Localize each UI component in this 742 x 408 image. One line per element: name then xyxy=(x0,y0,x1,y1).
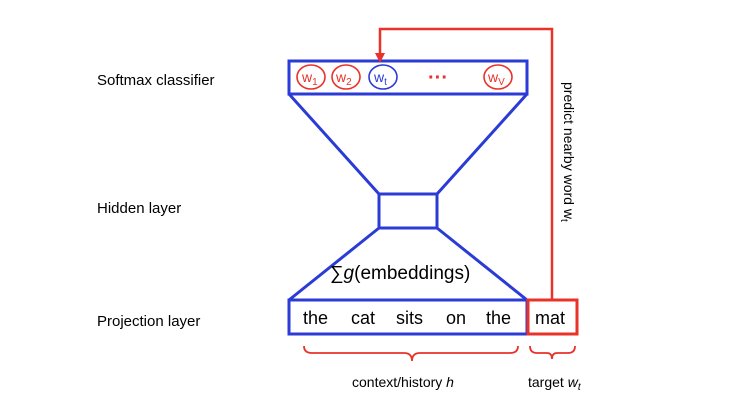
softmax-node-w2: w2 xyxy=(331,64,361,90)
w1-base: w xyxy=(301,69,313,85)
embedding-formula: ∑g(embeddings) xyxy=(330,263,470,284)
context-word-5: the xyxy=(486,308,511,328)
softmax-ellipsis: ··· xyxy=(428,67,448,89)
target-label: target wt xyxy=(528,374,582,393)
target-brace xyxy=(529,345,576,360)
upper-funnel-left xyxy=(287,92,381,196)
softmax-classifier-label: Softmax classifier xyxy=(97,72,215,89)
wt-sub: t xyxy=(384,77,387,88)
formula-arg: (embeddings) xyxy=(354,263,470,284)
context-label-var: h xyxy=(446,374,454,390)
predict-nearby-word-label: predict nearby word wt xyxy=(558,82,577,222)
hidden-layer-box xyxy=(377,192,439,230)
context-word-4: on xyxy=(446,308,466,328)
target-label-sub: t xyxy=(578,382,582,393)
w1-sub: 1 xyxy=(312,77,318,88)
svg-text:wt: wt xyxy=(373,69,387,88)
w2-sub: 2 xyxy=(346,77,352,88)
upper-funnel-right xyxy=(435,92,529,196)
predict-arrow xyxy=(375,27,554,300)
lower-funnel-left xyxy=(288,226,380,302)
context-word-2: cat xyxy=(351,308,375,328)
formula-sum: ∑ xyxy=(330,263,344,284)
svg-text:wV: wV xyxy=(487,69,505,88)
wV-sub: V xyxy=(498,77,505,88)
softmax-node-wV: wV xyxy=(483,64,513,90)
context-history-label: context/history h xyxy=(352,374,454,390)
svg-text:w2: w2 xyxy=(335,69,352,88)
w2-base: w xyxy=(335,69,347,85)
predict-label-sub: t xyxy=(558,219,569,222)
context-word-3: sits xyxy=(396,308,423,328)
target-word: mat xyxy=(535,308,565,328)
context-word-1: the xyxy=(303,308,328,328)
target-label-text: target xyxy=(528,374,568,390)
context-label-text: context/history xyxy=(352,374,446,390)
projection-layer-label: Projection layer xyxy=(97,313,201,330)
context-brace xyxy=(303,345,519,362)
formula-func: g xyxy=(344,263,355,284)
wt-base: w xyxy=(373,69,385,85)
softmax-box xyxy=(287,59,529,96)
predict-label-text: predict nearby word w xyxy=(561,82,577,220)
target-label-var: w xyxy=(568,374,579,390)
hidden-layer-label: Hidden layer xyxy=(97,200,182,217)
wV-base: w xyxy=(487,69,499,85)
svg-text:w1: w1 xyxy=(301,69,318,88)
softmax-node-w1: w1 xyxy=(296,64,326,90)
softmax-node-wt: wt xyxy=(368,64,398,90)
lower-funnel-right xyxy=(436,226,528,302)
